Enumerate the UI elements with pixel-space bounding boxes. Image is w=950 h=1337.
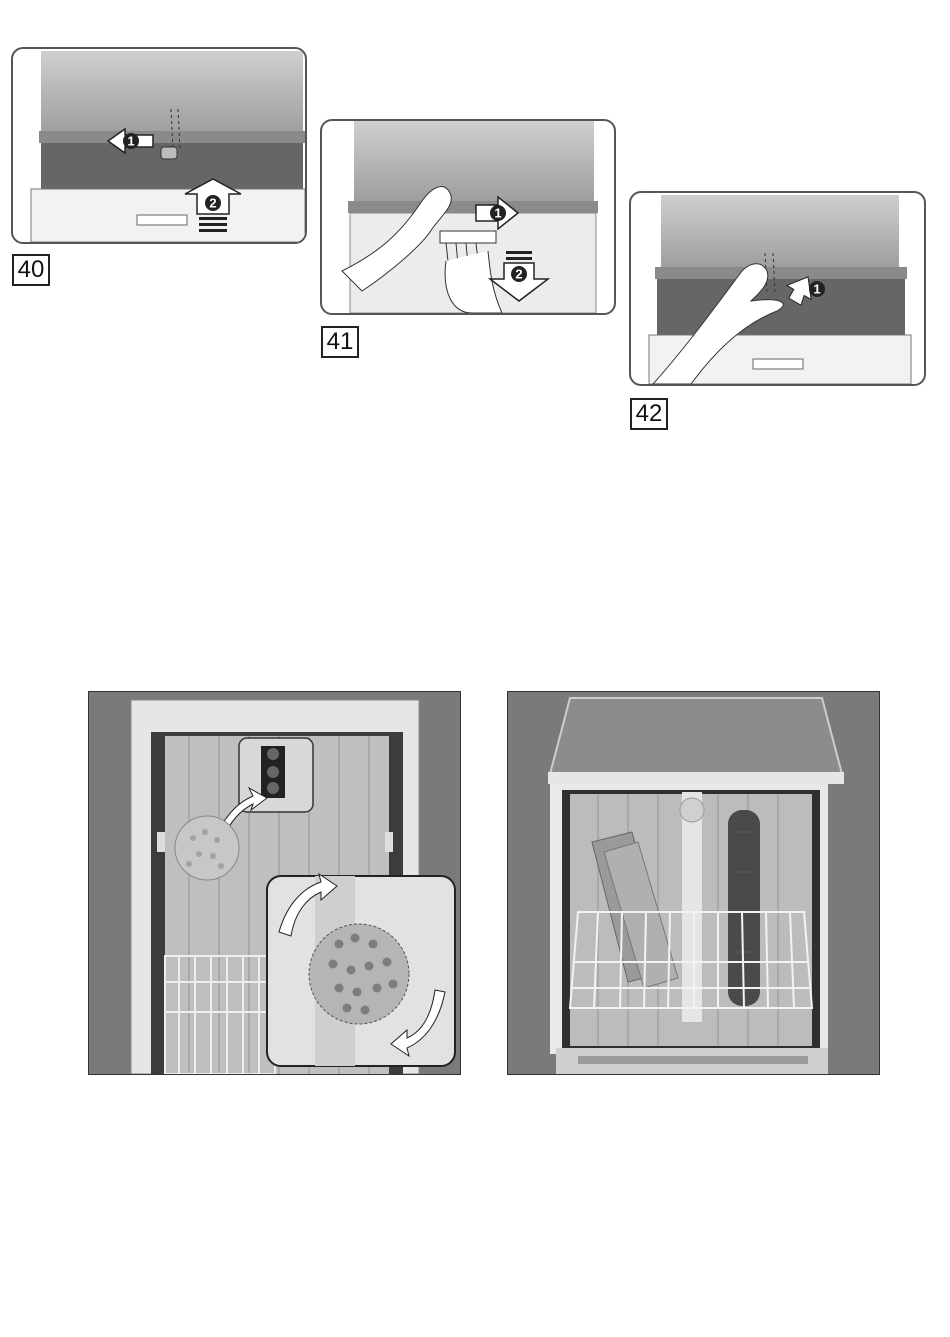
dishwasher-loaded-photo bbox=[507, 691, 880, 1075]
figure-42-panel: 1 bbox=[629, 191, 926, 386]
figure-40-illustration: 1 2 bbox=[13, 49, 305, 242]
step-2-number: 2 bbox=[209, 196, 216, 211]
figure-40-label: 40 bbox=[12, 254, 50, 286]
figure-40-panel: 1 2 bbox=[11, 47, 307, 244]
dishwasher-interior-photo bbox=[88, 691, 461, 1075]
dishwasher-loaded-illustration bbox=[508, 692, 879, 1074]
step-1-number: 1 bbox=[813, 282, 820, 297]
dishwasher-interior-illustration bbox=[89, 692, 460, 1074]
step-1-number: 1 bbox=[494, 206, 501, 221]
figure-41-panel: 1 2 bbox=[320, 119, 616, 315]
step-2-number: 2 bbox=[515, 267, 522, 282]
figure-41-illustration: 1 2 bbox=[322, 121, 614, 313]
figure-42-illustration: 1 bbox=[631, 193, 924, 384]
figure-41-label: 41 bbox=[321, 326, 359, 358]
step-1-number: 1 bbox=[127, 134, 134, 149]
figure-42-label: 42 bbox=[630, 398, 668, 430]
